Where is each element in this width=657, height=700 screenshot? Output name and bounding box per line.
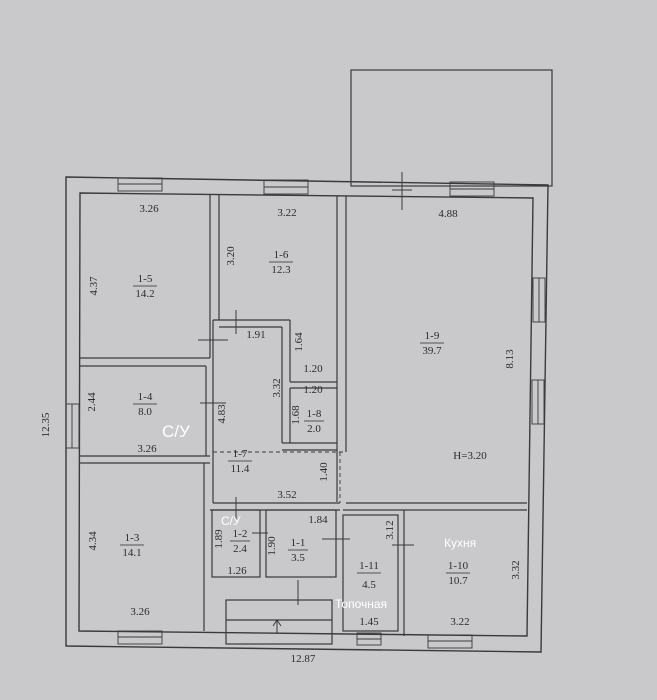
overall-height: 12.35 bbox=[40, 412, 52, 437]
dimension-label: 1.26 bbox=[227, 565, 247, 577]
boiler-room-label: Топочная bbox=[335, 597, 387, 611]
room-area: 8.0 bbox=[138, 406, 152, 418]
room-id: 1-11 bbox=[359, 560, 379, 572]
room-area: 12.3 bbox=[271, 264, 291, 276]
dimension-label: 4.83 bbox=[216, 404, 228, 424]
dimension-label: 4.88 bbox=[438, 208, 458, 220]
dimension-label: 3.32 bbox=[510, 560, 522, 579]
room-id: 1-5 bbox=[138, 273, 153, 285]
room-area: 3.5 bbox=[291, 552, 305, 564]
dimension-label: 1.90 bbox=[266, 536, 278, 556]
dimension-label: 1.20 bbox=[303, 384, 323, 396]
bathroom-label: С/У bbox=[162, 422, 190, 441]
room-id: 1-9 bbox=[425, 330, 440, 342]
dimension-label: 3.26 bbox=[130, 606, 150, 618]
dimension-label: 3.26 bbox=[139, 203, 159, 215]
dimension-label: 3.12 bbox=[384, 520, 396, 539]
room-area: 10.7 bbox=[448, 575, 468, 587]
interior-walls bbox=[80, 194, 527, 645]
room-id: 1-1 bbox=[291, 537, 306, 549]
height-note: H=3.20 bbox=[453, 450, 487, 462]
bathroom-label: С/У bbox=[221, 514, 241, 528]
dimension-label: 1.45 bbox=[359, 616, 379, 628]
dimension-label: 1.91 bbox=[246, 329, 265, 341]
room-area: 14.1 bbox=[122, 547, 141, 559]
dimension-label: 3.52 bbox=[277, 489, 296, 501]
dimension-label: 1.64 bbox=[293, 332, 305, 352]
room-id: 1-8 bbox=[307, 408, 322, 420]
dimension-label: 1.68 bbox=[290, 405, 302, 425]
door-marks bbox=[198, 172, 414, 634]
vertical-dimension-labels: 4.37 3.20 1.64 3.32 1.68 8.13 2.44 4.83 … bbox=[40, 246, 522, 580]
dimension-label: 3.22 bbox=[277, 207, 296, 219]
room-id: 1-3 bbox=[125, 532, 140, 544]
room-labels: 1-5 14.2 1-6 12.3 1-9 39.7 1-4 8.0 1-8 2… bbox=[120, 249, 470, 591]
room-id: 1-7 bbox=[233, 448, 248, 460]
dimension-label: 8.13 bbox=[504, 349, 516, 369]
room-id: 1-2 bbox=[233, 528, 248, 540]
dimension-label: 2.44 bbox=[86, 392, 98, 412]
windows bbox=[65, 177, 546, 649]
kitchen-label: Кухня bbox=[444, 536, 476, 550]
dimension-label: 1.20 bbox=[303, 363, 323, 375]
overlay-labels: С/У С/У Кухня Топочная bbox=[162, 422, 476, 611]
room-id: 1-10 bbox=[448, 560, 469, 572]
dimension-labels: 3.26 3.22 4.88 1.91 1.20 1.20 3.26 3.52 … bbox=[130, 203, 487, 665]
dimension-label: 1.89 bbox=[213, 529, 225, 549]
dashed-partitions bbox=[213, 451, 346, 503]
dimension-label: 4.34 bbox=[87, 531, 99, 551]
room-area: 11.4 bbox=[231, 463, 250, 475]
annex-outline bbox=[350, 69, 553, 187]
dimension-label: 3.26 bbox=[137, 443, 157, 455]
room-area: 2.0 bbox=[307, 423, 321, 435]
room-id: 1-4 bbox=[138, 391, 153, 403]
dimension-label: 3.22 bbox=[450, 616, 469, 628]
room-area: 4.5 bbox=[362, 579, 376, 591]
dimension-label: 1.84 bbox=[308, 514, 328, 526]
room-area: 2.4 bbox=[233, 543, 247, 555]
overall-width: 12.87 bbox=[291, 653, 316, 665]
dimension-label: 3.20 bbox=[225, 246, 237, 266]
outer-walls bbox=[65, 176, 549, 653]
room-id: 1-6 bbox=[274, 249, 289, 261]
dimension-label: 3.32 bbox=[271, 378, 283, 397]
room-area: 14.2 bbox=[135, 288, 154, 300]
dimension-label: 1.40 bbox=[318, 462, 330, 482]
dimension-label: 4.37 bbox=[88, 276, 100, 296]
room-area: 39.7 bbox=[422, 345, 442, 357]
